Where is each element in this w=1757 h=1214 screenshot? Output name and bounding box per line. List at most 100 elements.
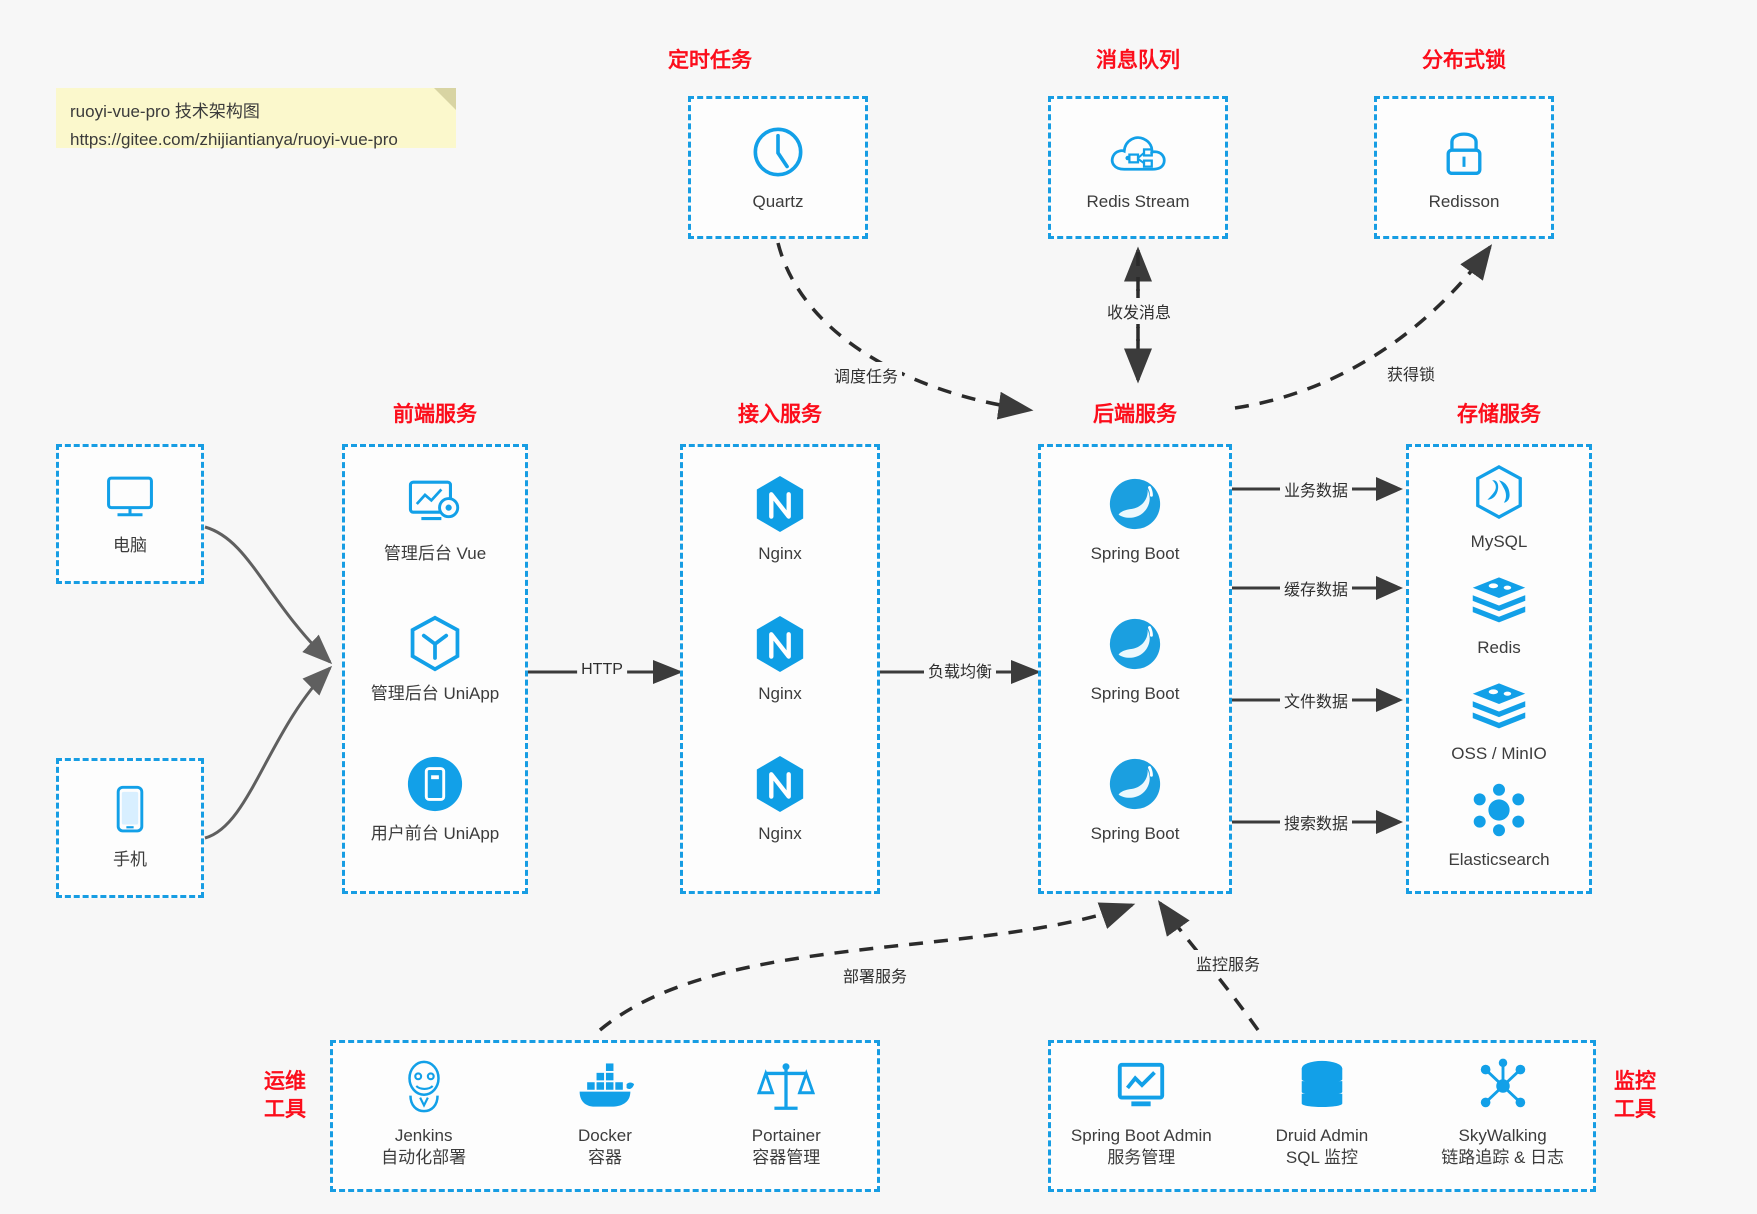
node-nginx-1[interactable]: Nginx bbox=[683, 473, 877, 565]
node-nginx-2[interactable]: Nginx bbox=[683, 613, 877, 705]
nginx-icon bbox=[683, 753, 877, 815]
node-jenkins[interactable]: Jenkins 自动化部署 bbox=[333, 1055, 514, 1169]
lock-icon bbox=[1377, 121, 1551, 183]
group-scheduled-task: Quartz bbox=[688, 96, 868, 239]
node-label: 用户前台 UniApp bbox=[370, 824, 500, 843]
group-device-desktop: 电脑 bbox=[56, 444, 204, 584]
group-storage: MySQL Redis bbox=[1406, 444, 1592, 894]
node-spring-boot-1[interactable]: Spring Boot bbox=[1041, 473, 1229, 565]
node-label: Jenkins bbox=[394, 1126, 453, 1145]
node-admin-vue[interactable]: 管理后台 Vue bbox=[345, 473, 525, 565]
node-nginx-3[interactable]: Nginx bbox=[683, 753, 877, 845]
edge-label-cache: 缓存数据 bbox=[1279, 575, 1353, 601]
node-mobile[interactable]: 手机 bbox=[59, 779, 201, 871]
devops-title-line1: 运维 bbox=[264, 1070, 306, 1093]
mysql-icon bbox=[1409, 461, 1589, 523]
node-spring-boot-3[interactable]: Spring Boot bbox=[1041, 753, 1229, 845]
node-sublabel: 容器 bbox=[587, 1148, 622, 1167]
edge-label-mq: 收发消息 bbox=[1102, 298, 1176, 324]
node-label: 手机 bbox=[113, 850, 147, 869]
oss-icon bbox=[1409, 673, 1589, 735]
note-title: ruoyi-vue-pro 技术架构图 bbox=[70, 102, 260, 121]
group-title-scheduled-task: 定时任务 bbox=[668, 49, 752, 72]
node-label: Redisson bbox=[1428, 192, 1500, 211]
node-label: 管理后台 Vue bbox=[383, 544, 487, 563]
spring-icon bbox=[1041, 753, 1229, 815]
node-label: MySQL bbox=[1470, 532, 1528, 551]
monitor-title-line2: 工具 bbox=[1614, 1098, 1656, 1121]
desktop-icon bbox=[59, 465, 201, 527]
portainer-icon bbox=[696, 1055, 877, 1117]
diagram-note: ruoyi-vue-pro 技术架构图 https://gitee.com/zh… bbox=[56, 88, 456, 149]
group-title-gateway: 接入服务 bbox=[738, 403, 822, 426]
monitor-chart-icon bbox=[1051, 1055, 1232, 1117]
node-sublabel: 自动化部署 bbox=[381, 1148, 467, 1167]
database-icon bbox=[1232, 1055, 1413, 1117]
spring-icon bbox=[1041, 473, 1229, 535]
node-oss-minio[interactable]: OSS / MinIO bbox=[1409, 673, 1589, 765]
edge-label-lb: 负载均衡 bbox=[923, 657, 997, 683]
clock-icon bbox=[691, 121, 865, 183]
group-title-storage: 存储服务 bbox=[1457, 403, 1541, 426]
node-druid-admin[interactable]: Druid Admin SQL 监控 bbox=[1232, 1055, 1413, 1169]
note-fold-corner bbox=[434, 88, 456, 110]
devops-title-line2: 工具 bbox=[264, 1098, 306, 1121]
edge-label-search: 搜索数据 bbox=[1279, 809, 1353, 835]
node-label: Docker bbox=[578, 1126, 632, 1145]
group-distributed-lock: Redisson bbox=[1374, 96, 1554, 239]
node-portainer[interactable]: Portainer 容器管理 bbox=[696, 1055, 877, 1169]
node-sublabel: 容器管理 bbox=[752, 1148, 821, 1167]
node-admin-uniapp[interactable]: 管理后台 UniApp bbox=[345, 613, 525, 705]
group-backend: Spring Boot Spring Boot Spring Boot bbox=[1038, 444, 1232, 894]
node-quartz[interactable]: Quartz bbox=[691, 121, 865, 213]
spring-icon bbox=[1041, 613, 1229, 675]
group-title-backend: 后端服务 bbox=[1093, 403, 1177, 426]
group-title-devops: 运维 工具 bbox=[250, 1068, 320, 1124]
node-label: Druid Admin bbox=[1275, 1126, 1369, 1145]
monitor-title-line1: 监控 bbox=[1614, 1070, 1656, 1093]
node-label: Nginx bbox=[758, 544, 802, 563]
node-label: Elasticsearch bbox=[1448, 850, 1550, 869]
node-label: Spring Boot bbox=[1090, 544, 1180, 563]
edge-label-http: HTTP bbox=[577, 660, 627, 680]
edge-label-lock: 获得锁 bbox=[1382, 360, 1440, 386]
group-device-mobile: 手机 bbox=[56, 758, 204, 898]
group-title-frontend: 前端服务 bbox=[393, 403, 477, 426]
node-redis[interactable]: Redis bbox=[1409, 567, 1589, 659]
group-message-queue: Redis Stream bbox=[1048, 96, 1228, 239]
node-label: Nginx bbox=[758, 824, 802, 843]
node-redisson[interactable]: Redisson bbox=[1377, 121, 1551, 213]
node-label: OSS / MinIO bbox=[1451, 744, 1547, 763]
group-title-message-queue: 消息队列 bbox=[1096, 49, 1180, 72]
node-sublabel: SQL 监控 bbox=[1285, 1148, 1359, 1167]
node-docker[interactable]: Docker 容器 bbox=[514, 1055, 695, 1169]
node-skywalking[interactable]: SkyWalking 链路追踪 & 日志 bbox=[1412, 1055, 1593, 1169]
group-devops: Jenkins 自动化部署 Docker 容器 bbox=[330, 1040, 880, 1192]
group-frontend: 管理后台 Vue 管理后台 UniApp 用户前台 UniApp bbox=[342, 444, 528, 894]
node-label: Spring Boot bbox=[1090, 824, 1180, 843]
node-sublabel: 服务管理 bbox=[1107, 1148, 1176, 1167]
skywalking-icon bbox=[1412, 1055, 1593, 1117]
docker-icon bbox=[514, 1055, 695, 1117]
node-spring-boot-2[interactable]: Spring Boot bbox=[1041, 613, 1229, 705]
elasticsearch-icon bbox=[1409, 779, 1589, 841]
edge-label-file: 文件数据 bbox=[1279, 687, 1353, 713]
node-user-uniapp[interactable]: 用户前台 UniApp bbox=[345, 753, 525, 845]
node-mysql[interactable]: MySQL bbox=[1409, 461, 1589, 553]
node-label: Redis Stream bbox=[1086, 192, 1190, 211]
cloud-network-icon bbox=[1051, 121, 1225, 183]
node-redis-stream[interactable]: Redis Stream bbox=[1051, 121, 1225, 213]
node-label: SkyWalking bbox=[1458, 1126, 1547, 1145]
edge-label-biz: 业务数据 bbox=[1279, 476, 1353, 502]
node-elasticsearch[interactable]: Elasticsearch bbox=[1409, 779, 1589, 871]
group-title-distributed-lock: 分布式锁 bbox=[1422, 49, 1506, 72]
node-spring-boot-admin[interactable]: Spring Boot Admin 服务管理 bbox=[1051, 1055, 1232, 1169]
node-sublabel: 链路追踪 & 日志 bbox=[1441, 1148, 1565, 1167]
jenkins-icon bbox=[333, 1055, 514, 1117]
node-desktop[interactable]: 电脑 bbox=[59, 465, 201, 557]
edge-label-deploy: 部署服务 bbox=[838, 962, 912, 988]
node-label: Portainer bbox=[751, 1126, 821, 1145]
nginx-icon bbox=[683, 473, 877, 535]
mobile-icon bbox=[59, 779, 201, 841]
node-label: Nginx bbox=[758, 684, 802, 703]
